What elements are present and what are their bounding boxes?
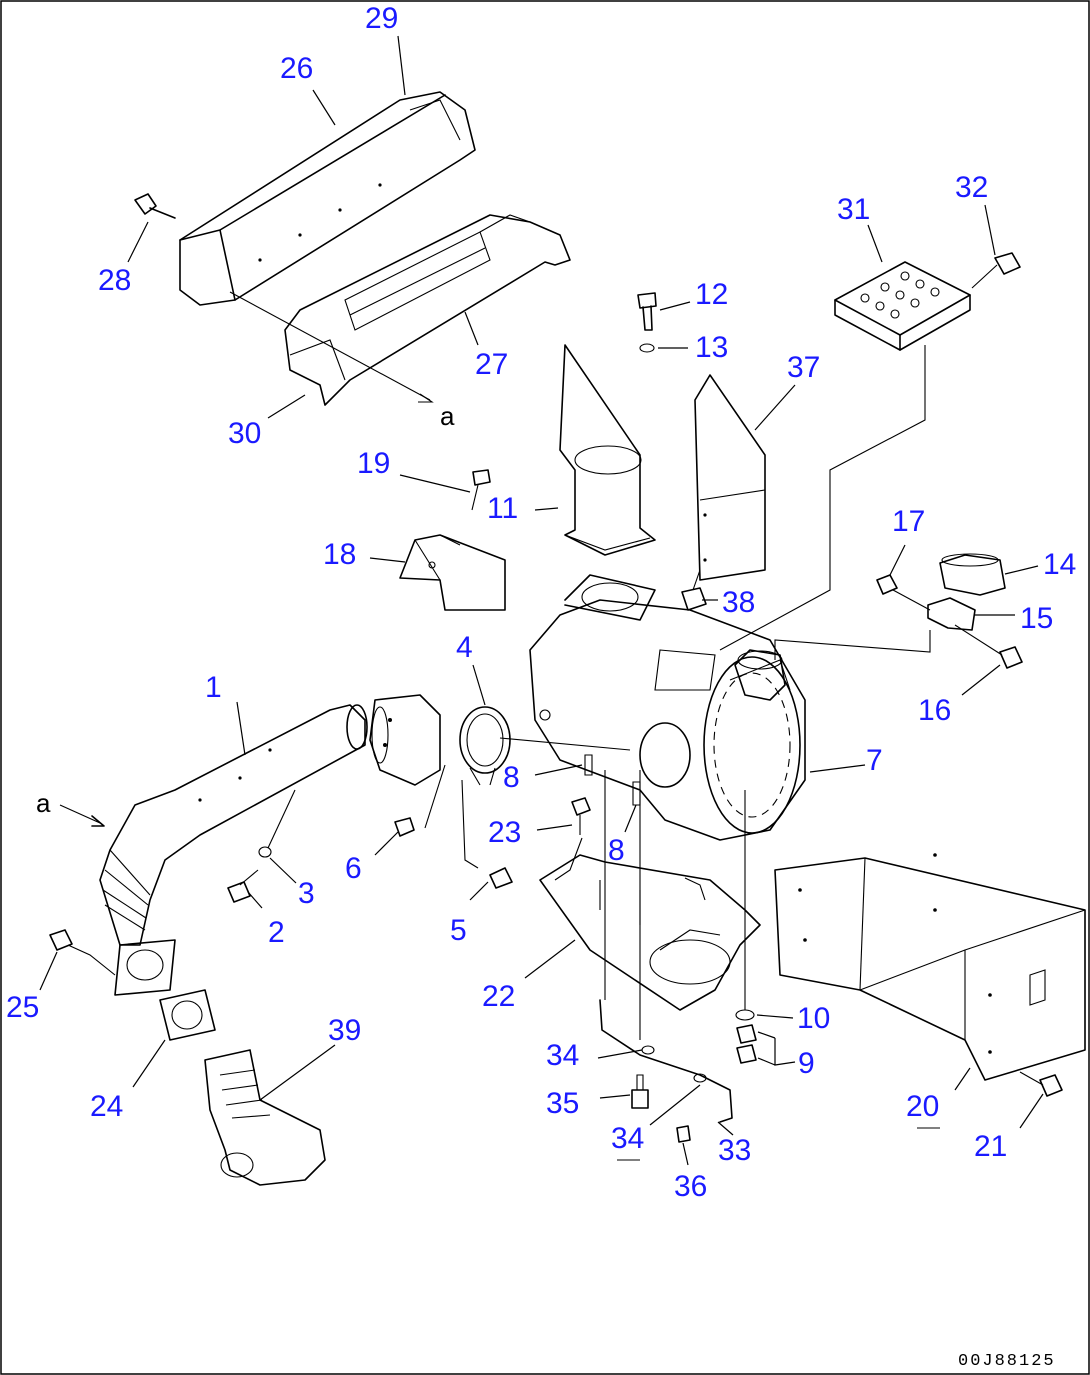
callout-14: 14 xyxy=(1043,548,1076,581)
callout-16: 16 xyxy=(918,694,951,727)
callout-5: 5 xyxy=(450,914,467,947)
callout-7: 7 xyxy=(866,744,883,777)
reference-line-31 xyxy=(719,345,926,651)
part-37-cover xyxy=(694,374,766,581)
callout-34a: 34 xyxy=(546,1039,579,1072)
part-1-intake-pipe xyxy=(99,704,368,996)
callout-1: 1 xyxy=(205,671,222,704)
reference-arrow-a-left xyxy=(59,804,101,824)
callout-21: 21 xyxy=(974,1130,1007,1163)
callout-33: 33 xyxy=(718,1134,751,1167)
part-10-washer xyxy=(735,1009,755,1021)
part-8-bolt-b xyxy=(632,781,641,806)
part-4-clamp xyxy=(459,706,511,786)
part-39-hose xyxy=(204,1049,326,1186)
callout-20: 20 xyxy=(906,1090,939,1123)
callout-3: 3 xyxy=(298,877,315,910)
callout-8a: 8 xyxy=(503,761,520,794)
part-3-washer xyxy=(258,846,272,858)
document-id: 00J88125 xyxy=(958,1352,1056,1371)
callout-8b: 8 xyxy=(608,834,625,867)
callout-17: 17 xyxy=(892,505,925,538)
callout-12: 12 xyxy=(695,278,728,311)
callout-22: 22 xyxy=(482,980,515,1013)
part-27-lower-duct xyxy=(284,214,571,406)
part-precleaner-inlet xyxy=(734,649,786,701)
callout-19: 19 xyxy=(357,447,390,480)
part-32-bolt xyxy=(971,252,1021,289)
part-26-upper-duct xyxy=(179,91,476,306)
reference-line-a-upper xyxy=(229,291,431,401)
reference-line-4-7 xyxy=(499,737,631,751)
callout-23: 23 xyxy=(488,816,521,849)
part-11-exhaust-pipe xyxy=(559,344,656,556)
part-35-bolt xyxy=(631,1074,649,1109)
part-34-clip-a xyxy=(641,1045,655,1055)
part-24-gasket xyxy=(159,989,216,1041)
part-9-nuts xyxy=(736,1024,757,1064)
reference-line-15 xyxy=(774,630,931,660)
callout-31: 31 xyxy=(837,193,870,226)
part-6-nut xyxy=(394,764,446,837)
part-14-cap xyxy=(939,553,1006,596)
reference-line-2-3 xyxy=(267,789,296,849)
part-25-bolt xyxy=(49,929,116,976)
part-12-13-bolt-washer xyxy=(637,292,657,353)
callout-numbers: 1 2 3 4 5 6 7 8 8 9 10 11 12 13 14 15 16… xyxy=(6,2,1076,1203)
callout-25: 25 xyxy=(6,991,39,1024)
part-33-rod xyxy=(599,999,733,1123)
part-23-bolt xyxy=(554,797,591,881)
part-16-bolt xyxy=(954,624,1023,669)
callout-2: 2 xyxy=(268,916,285,949)
part-7-air-cleaner-body xyxy=(529,574,806,841)
callout-32: 32 xyxy=(955,171,988,204)
view-marker-a-right: a xyxy=(440,401,455,431)
callout-27: 27 xyxy=(475,348,508,381)
part-8-bolt-a xyxy=(584,754,593,776)
part-21-bolt xyxy=(1019,1071,1063,1097)
part-17-nut xyxy=(876,574,931,611)
callout-36: 36 xyxy=(674,1170,707,1203)
leader-lines xyxy=(39,35,1044,1166)
part-28-bolt xyxy=(134,193,176,219)
reference-arrow-a-upper xyxy=(418,393,434,403)
part-36-nut xyxy=(676,1125,691,1143)
callout-18: 18 xyxy=(323,538,356,571)
part-19-bolt xyxy=(471,469,491,511)
part-22-bracket xyxy=(539,854,761,1011)
part-20-box-cover xyxy=(774,853,1086,1081)
callout-39: 39 xyxy=(328,1014,361,1047)
callout-6: 6 xyxy=(345,852,362,885)
callout-37: 37 xyxy=(787,351,820,384)
callout-10: 10 xyxy=(797,1002,830,1035)
callout-9: 9 xyxy=(798,1047,815,1080)
part-34-clip-b xyxy=(693,1073,707,1083)
callout-26: 26 xyxy=(280,52,313,85)
callout-30: 30 xyxy=(228,417,261,450)
part-15-band xyxy=(927,597,976,631)
view-marker-a-left: a xyxy=(36,788,51,818)
callout-35: 35 xyxy=(546,1087,579,1120)
callout-34b: 34 xyxy=(611,1122,644,1155)
callout-13: 13 xyxy=(695,331,728,364)
callout-11: 11 xyxy=(487,492,518,525)
part-elbow-connector xyxy=(369,694,441,786)
callout-29: 29 xyxy=(365,2,398,35)
callout-38: 38 xyxy=(722,586,755,619)
part-5-bolt xyxy=(461,779,513,889)
callout-4: 4 xyxy=(456,631,473,664)
part-31-screen-plate xyxy=(834,261,971,351)
part-38-bolt xyxy=(681,569,707,611)
reference-arrowhead-a-left xyxy=(91,815,105,827)
callout-28: 28 xyxy=(98,264,131,297)
part-2-bolt xyxy=(227,869,259,903)
callout-15: 15 xyxy=(1020,602,1053,635)
part-18-bracket xyxy=(399,534,506,611)
callout-24: 24 xyxy=(90,1090,123,1123)
